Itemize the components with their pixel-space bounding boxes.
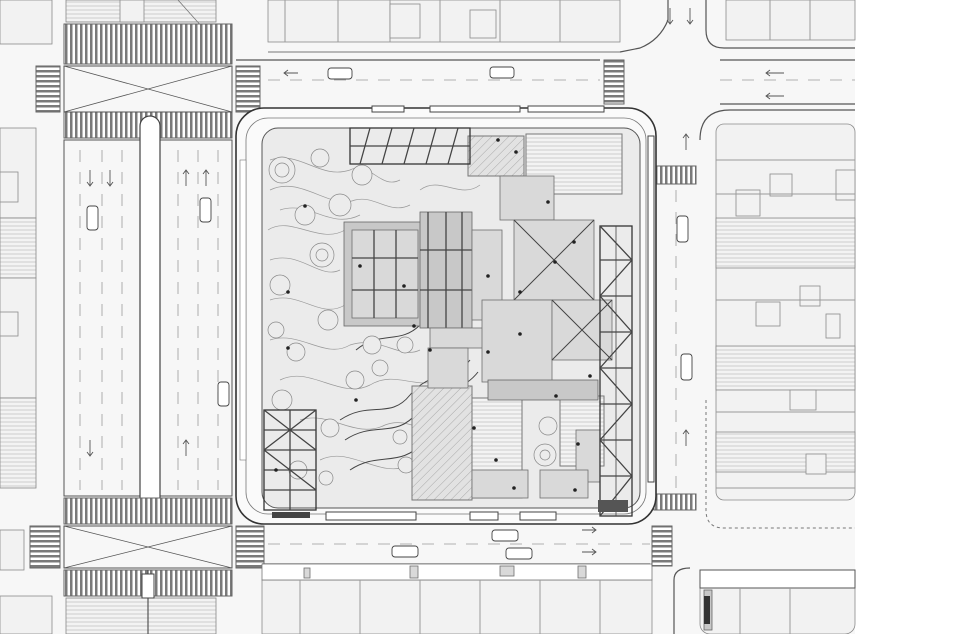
light-posts xyxy=(274,138,592,492)
crosswalk-bottom-right xyxy=(651,525,673,567)
block-bottom-left xyxy=(0,529,217,634)
block-bottom-right xyxy=(673,567,856,634)
car-left-1 xyxy=(86,205,99,231)
crosswalk-right-lower xyxy=(653,493,697,511)
block-top-right xyxy=(619,0,856,53)
crosswalk-top-left-e xyxy=(235,65,261,113)
east-buildings xyxy=(471,175,613,499)
steel-canopy-north xyxy=(349,127,471,165)
crosswalk-right-upper xyxy=(653,165,697,185)
block-right xyxy=(699,109,856,529)
crosswalk-top-left-w xyxy=(35,65,61,113)
steel-canopy-east xyxy=(599,225,633,517)
car-right-1 xyxy=(676,215,689,243)
vehicles xyxy=(86,66,693,560)
crosswalk-bottom-left-e xyxy=(235,525,265,569)
car-top-2 xyxy=(489,66,515,79)
car-left-2 xyxy=(199,197,212,223)
steel-structure-southwest xyxy=(263,409,317,511)
car-top-1 xyxy=(327,67,353,80)
lane-arrows xyxy=(86,8,784,556)
car-bottom-1 xyxy=(391,545,419,558)
intersection-box-top xyxy=(63,65,233,113)
crosswalk-bottom-left-n xyxy=(63,497,233,525)
avenue-left xyxy=(63,115,233,521)
intersection-box-bottom xyxy=(63,525,233,569)
block-top-center xyxy=(267,0,621,53)
car-bottom-2 xyxy=(491,529,519,542)
site-edge-elements xyxy=(239,105,655,521)
block-bottom-center xyxy=(261,563,653,634)
car-bottom-3 xyxy=(505,547,533,560)
block-top-left xyxy=(0,0,217,45)
car-left-3 xyxy=(217,381,230,407)
crosswalk-top-right xyxy=(603,59,625,105)
right-margin xyxy=(855,0,980,634)
crosswalk-top-left-n xyxy=(63,23,233,65)
block-left-column xyxy=(0,127,37,489)
car-right-2 xyxy=(680,353,693,381)
crosswalk-bottom-left-w xyxy=(29,525,61,569)
